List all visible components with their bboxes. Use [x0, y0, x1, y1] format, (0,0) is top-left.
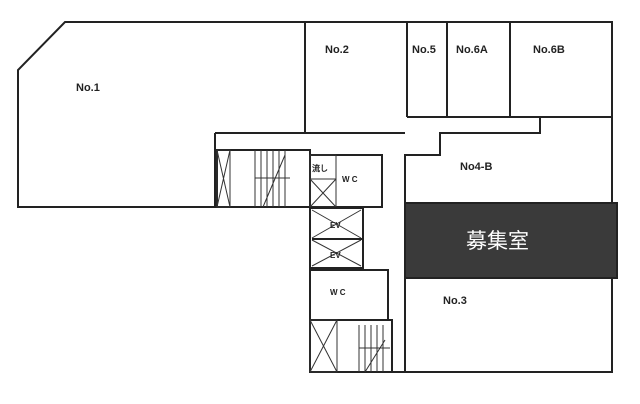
- room-no1: No.1: [76, 82, 100, 94]
- elevators: EV EV: [309, 207, 364, 269]
- stairs-lower: [309, 319, 393, 373]
- room-no6b: No.6B: [533, 44, 565, 56]
- ev2-label: EV: [330, 251, 341, 260]
- vacancy-label: 募集室: [466, 229, 529, 253]
- wc-lower: W C: [309, 269, 389, 321]
- vacancy-room[interactable]: [404, 202, 618, 279]
- room-no2: No.2: [325, 44, 349, 56]
- wc-upper-label: W C: [342, 175, 358, 184]
- ev1-label: EV: [330, 221, 341, 230]
- room-no6a: No.6A: [456, 44, 488, 56]
- no2-wall: [214, 22, 405, 207]
- stairs-upper: [216, 149, 311, 208]
- no4b-wall: [404, 117, 541, 372]
- room-no3: No.3: [443, 295, 467, 307]
- wc-upper: 流し W C: [309, 154, 383, 208]
- room-no4b: No4-B: [460, 161, 492, 173]
- room-no5: No.5: [412, 44, 436, 56]
- upper-room-walls: [406, 22, 612, 118]
- wc-lower-label: W C: [330, 288, 346, 297]
- sink-label: 流し: [312, 163, 328, 173]
